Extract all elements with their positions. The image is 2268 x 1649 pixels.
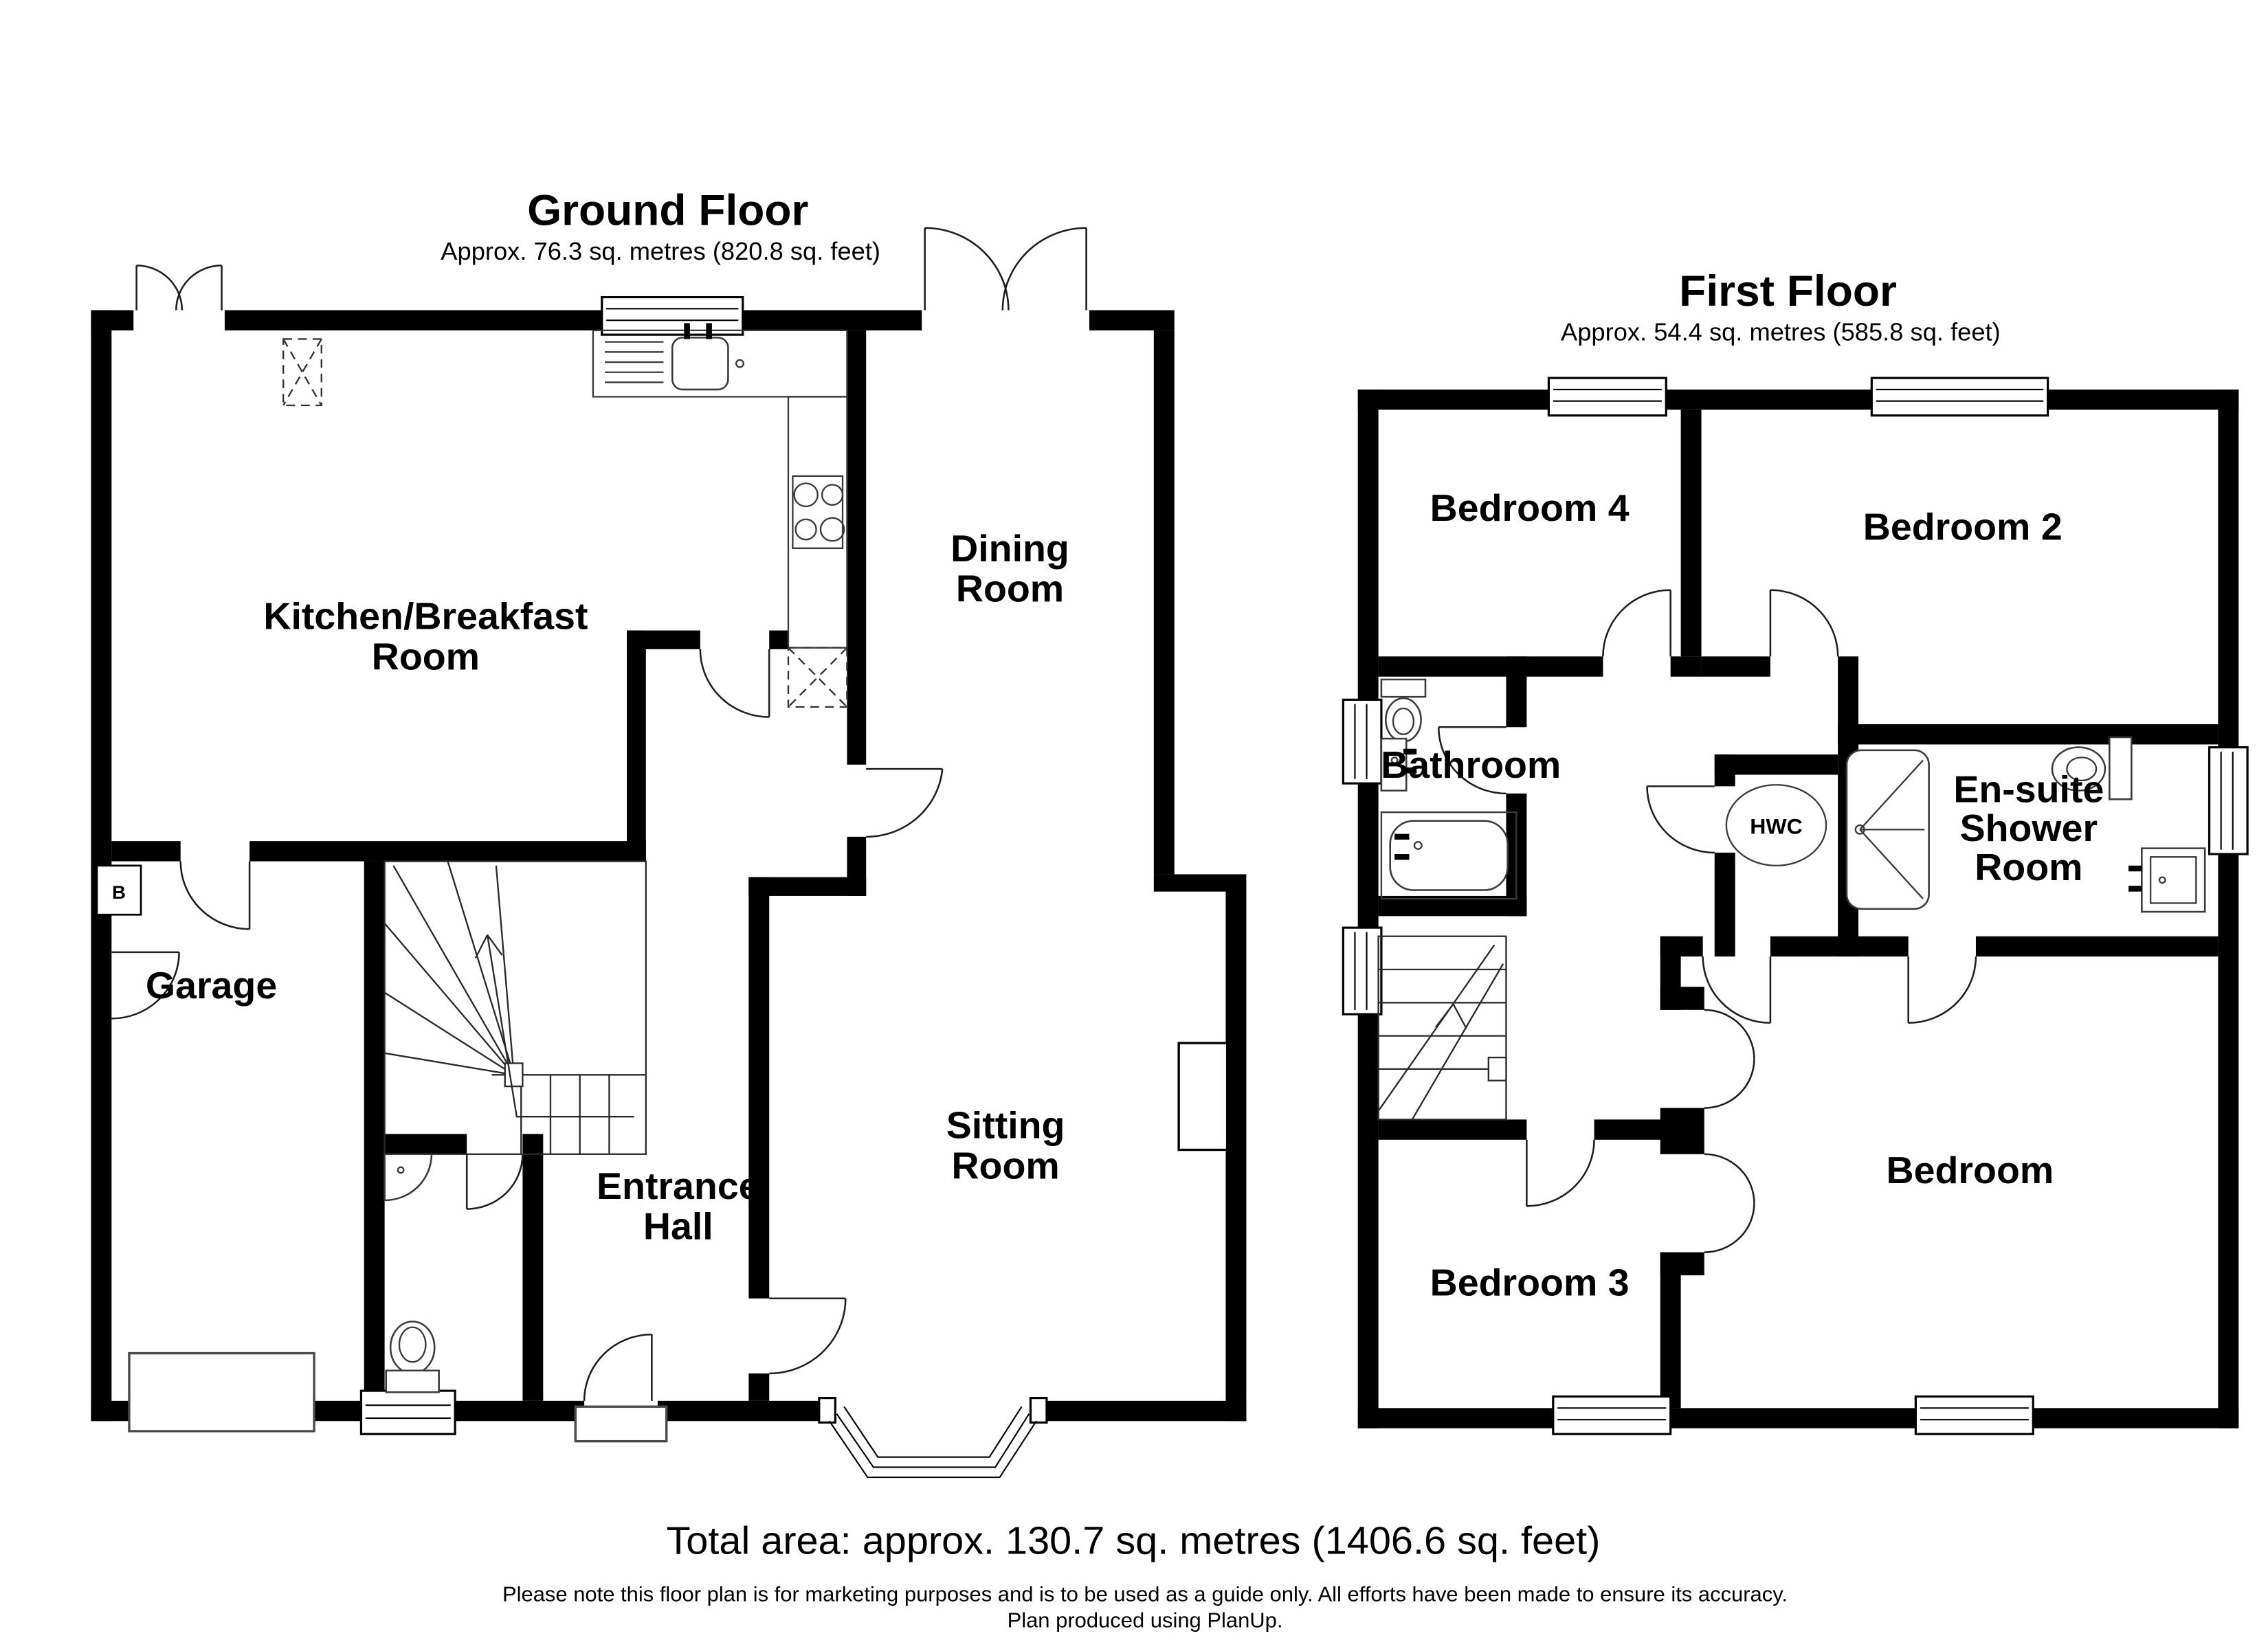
ground-floor-area: Approx. 76.3 sq. metres (820.8 sq. feet) bbox=[441, 237, 880, 265]
landing-window bbox=[1342, 926, 1383, 1016]
bedroom4-door bbox=[1602, 589, 1671, 657]
ensuite-door bbox=[1907, 956, 1977, 1024]
bay-window bbox=[818, 1397, 1048, 1479]
first-floor-doors bbox=[1437, 589, 1977, 1253]
kitchen-side-counter bbox=[787, 396, 848, 649]
chimney-breast bbox=[1177, 1042, 1229, 1152]
wc-toilet-icon bbox=[385, 1321, 440, 1393]
bedroom2-door bbox=[1769, 589, 1839, 657]
first-floor-fixtures: HWC bbox=[1380, 678, 2206, 913]
bedroom2-label: Bedroom 2 bbox=[1863, 506, 2063, 548]
first-floor-windows bbox=[1342, 377, 2249, 1435]
bathtub-icon bbox=[1380, 811, 1517, 900]
bathroom-sink-icon bbox=[1380, 737, 1417, 792]
appliance-space-icon bbox=[282, 338, 322, 407]
sitting-label-line1: Sitting bbox=[946, 1104, 1065, 1146]
bedroom4-window bbox=[1547, 377, 1667, 417]
appliance-space-icon bbox=[787, 647, 848, 708]
ground-floor-walls bbox=[91, 310, 1247, 1422]
ensuite-window bbox=[2208, 746, 2249, 855]
bathroom-door bbox=[1437, 726, 1507, 795]
dining-label-line1: Dining bbox=[950, 527, 1069, 569]
disclaimer-text: Please note this floor plan is for marke… bbox=[502, 1582, 1788, 1606]
titles: Ground Floor Approx. 76.3 sq. metres (82… bbox=[441, 186, 2000, 346]
ensuite-toilet-icon bbox=[2051, 736, 2133, 800]
sitting-label-line2: Room bbox=[951, 1145, 1059, 1187]
credit-text: Plan produced using PlanUp. bbox=[1008, 1608, 1283, 1633]
ground-floor-windows bbox=[359, 295, 1048, 1479]
garage-side-door bbox=[111, 951, 180, 1020]
wc-door bbox=[465, 1154, 524, 1210]
bedroom3-label: Bedroom 3 bbox=[1430, 1261, 1630, 1303]
ensuite-sink-icon bbox=[2128, 847, 2206, 913]
ground-floor-title: Ground Floor bbox=[527, 186, 808, 234]
ground-floor-labels: Kitchen/Breakfast Room Dining Room Sitti… bbox=[146, 527, 1069, 1247]
hwc-cylinder-icon: HWC bbox=[1725, 784, 1827, 866]
hwc-door bbox=[1646, 785, 1715, 854]
kitchen-label-line1: Kitchen/Breakfast bbox=[263, 595, 588, 637]
bedroom3-window bbox=[1552, 1395, 1672, 1435]
sitting-room-door bbox=[769, 1297, 847, 1375]
bedroom-window bbox=[1914, 1395, 2034, 1435]
kitchen-patio-doors bbox=[133, 265, 225, 330]
bathroom-window bbox=[1342, 698, 1383, 785]
ground-floor-stairs bbox=[383, 860, 647, 1155]
dining-label-line2: Room bbox=[956, 568, 1064, 609]
bedroom-label: Bedroom bbox=[1887, 1149, 2054, 1191]
garage-door bbox=[128, 1351, 315, 1433]
kitchen-sink-icon bbox=[671, 337, 729, 391]
kitchen-window bbox=[601, 295, 744, 336]
wc-basin-icon bbox=[383, 1153, 433, 1202]
ground-floor-doors bbox=[111, 227, 1089, 1443]
cupboard-doors bbox=[1704, 1009, 1755, 1253]
hwc-label: HWC bbox=[1750, 814, 1803, 839]
total-area-text: Total area: approx. 130.7 sq. metres (14… bbox=[666, 1519, 1600, 1562]
kitchen-counter bbox=[592, 329, 848, 398]
front-door bbox=[574, 1333, 668, 1443]
ensuite-label-line3: Room bbox=[1975, 846, 2082, 888]
bathroom-label: Bathroom bbox=[1381, 743, 1561, 785]
kitchen-door bbox=[699, 649, 770, 718]
stairs-up-arrow bbox=[486, 934, 634, 1118]
shower-tray-icon bbox=[1845, 749, 1930, 910]
first-floor-area: Approx. 54.4 sq. metres (585.8 sq. feet) bbox=[1561, 318, 2001, 346]
ground-floor-plan: B bbox=[91, 227, 1247, 1479]
garage-label: Garage bbox=[146, 964, 277, 1006]
first-floor-walls bbox=[1357, 389, 2239, 1428]
ensuite-label-line2: Shower bbox=[1960, 807, 2098, 849]
kitchen-garage-door bbox=[179, 861, 251, 930]
boiler-label: B bbox=[112, 882, 126, 903]
ground-floor-fixtures bbox=[282, 323, 848, 1393]
wc-window bbox=[359, 1389, 456, 1435]
ensuite-label-line1: En-suite bbox=[1953, 768, 2104, 810]
first-floor-stairs bbox=[1377, 935, 1507, 1121]
first-floor-title: First Floor bbox=[1679, 267, 1897, 315]
dining-patio-doors bbox=[922, 227, 1089, 330]
entrance-label-line1: Entrance bbox=[597, 1165, 760, 1207]
bathroom-toilet-icon bbox=[1380, 678, 1427, 743]
footer: Total area: approx. 130.7 sq. metres (14… bbox=[502, 1519, 1788, 1633]
entrance-label-line2: Hall bbox=[643, 1205, 713, 1247]
bedroom4-label: Bedroom 4 bbox=[1430, 486, 1630, 528]
bedroom2-window bbox=[1870, 377, 2049, 417]
first-floor-labels: Bedroom 4 Bedroom 2 Bathroom En-suite Sh… bbox=[1381, 486, 2104, 1303]
master-bedroom-door bbox=[1702, 956, 1772, 1024]
boiler-box: B bbox=[96, 864, 142, 916]
first-floor-plan: HWC Bedroom 4 Bedroom 2 Bathroom En-suit… bbox=[1342, 377, 2249, 1435]
kitchen-label-line2: Room bbox=[372, 636, 480, 677]
bedroom3-door bbox=[1526, 1139, 1595, 1207]
hob-icon bbox=[792, 475, 845, 550]
dining-door bbox=[866, 767, 944, 838]
